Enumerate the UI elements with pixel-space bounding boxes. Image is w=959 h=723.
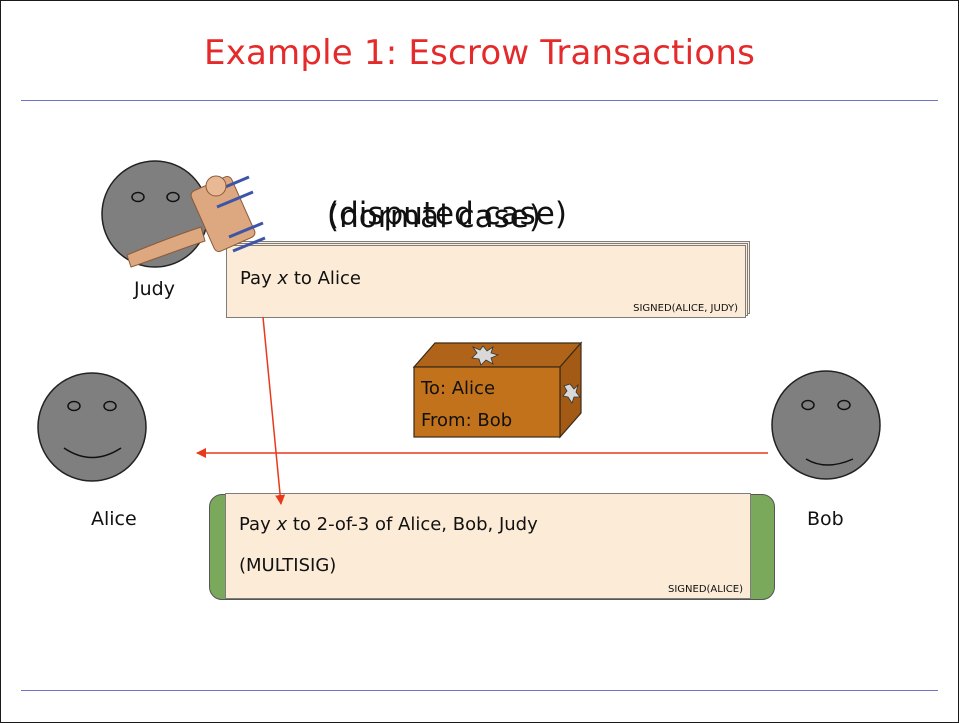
tx-multisig-type: (MULTISIG) <box>239 555 337 576</box>
case-label-disputed: (disputed case) <box>327 196 567 232</box>
actor-label-alice: Alice <box>91 508 137 530</box>
package-to-label: To: Alice <box>421 378 496 399</box>
tx-judy-settlement: Pay x to Alice SIGNED(ALICE, JUDY) <box>226 245 746 318</box>
tx-multisig: Pay x to 2-of-3 of Alice, Bob, Judy (MUL… <box>225 493 751 599</box>
footer-divider <box>21 690 938 691</box>
tx-judy-text: Pay x to Alice <box>240 268 361 289</box>
actor-label-bob: Bob <box>807 508 844 530</box>
gavel-icon <box>126 175 266 268</box>
tx-judy-signature: SIGNED(ALICE, JUDY) <box>633 303 738 314</box>
tx-multisig-text: Pay x to 2-of-3 of Alice, Bob, Judy <box>239 514 538 535</box>
title-divider <box>21 100 938 101</box>
tx-multisig-signature: SIGNED(ALICE) <box>667 584 743 595</box>
package-from-label: From: Bob <box>421 410 513 431</box>
smiley-face-icon <box>37 372 147 482</box>
case-label-normal: (normal case) <box>327 199 541 235</box>
actor-label-judy: Judy <box>134 278 175 300</box>
arrow-to-multisig <box>262 316 286 505</box>
slide-title: Example 1: Escrow Transactions <box>204 33 755 73</box>
smiley-face-icon <box>771 370 881 480</box>
package-box-icon <box>412 341 583 439</box>
